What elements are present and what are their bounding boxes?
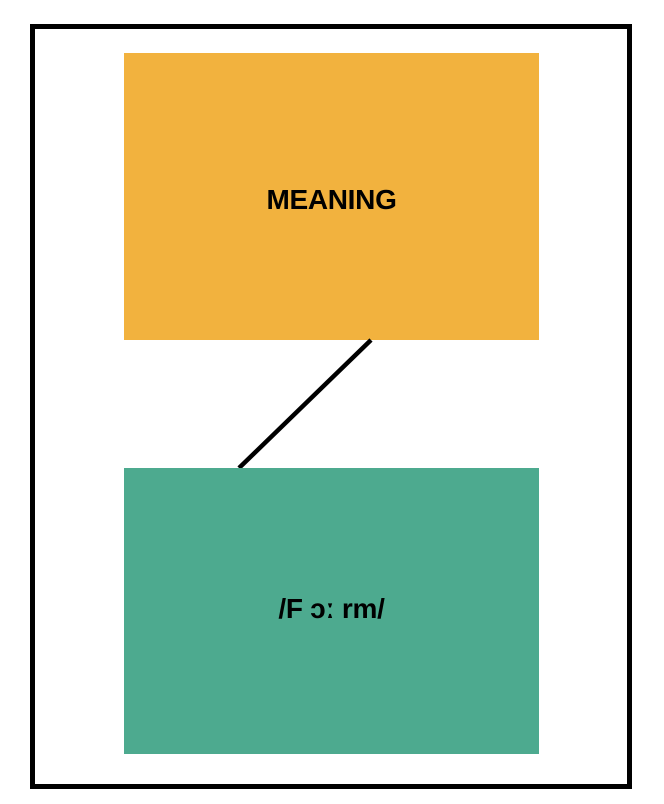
form-node: /F ɔː rm/	[124, 468, 539, 754]
form-label: /F ɔː rm/	[278, 593, 385, 624]
meaning-node: MEANING	[124, 53, 539, 340]
meaning-label: MEANING	[266, 183, 397, 215]
